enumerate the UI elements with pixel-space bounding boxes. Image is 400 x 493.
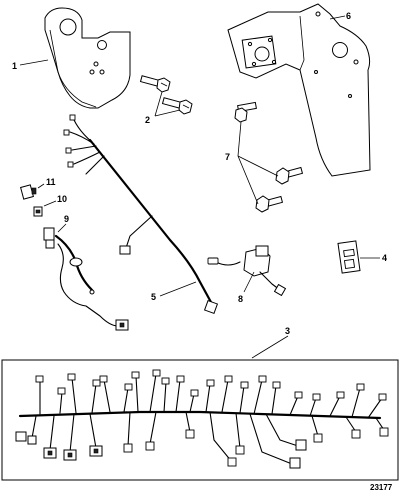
connector-part-10 [33, 206, 43, 217]
figure-number: 23177 [370, 483, 393, 492]
callout-6: 6 [346, 11, 351, 21]
callout-leader-9 [57, 223, 67, 233]
main-harness-box-part-3 [1, 359, 399, 481]
callout-1: 1 [12, 61, 17, 71]
callout-2: 2 [145, 115, 150, 125]
callout-10: 10 [57, 194, 67, 204]
harness-part-5 [63, 114, 219, 315]
callout-8: 8 [238, 294, 243, 304]
callout-5: 5 [151, 292, 156, 302]
callout-9: 9 [64, 214, 69, 224]
callout-leader-11 [37, 183, 45, 189]
harness-part-9 [43, 227, 129, 331]
connector-part-4 [337, 240, 361, 274]
callout-4: 4 [382, 253, 387, 263]
callout-leader-7c [237, 155, 259, 205]
bolt-part-7a [234, 101, 257, 123]
sensor-part-8 [207, 245, 287, 297]
callout-leader-6 [329, 15, 346, 20]
callout-leader-7b [237, 155, 279, 177]
bolt-part-7b [275, 166, 304, 185]
bolt-part-2a [139, 75, 171, 93]
bolt-part-7c [255, 195, 284, 213]
bolt-part-2b [161, 97, 193, 115]
bracket-part-1 [44, 7, 131, 109]
bracket-part-6 [227, 3, 371, 177]
callout-leader-5 [159, 281, 197, 297]
callout-leader-10 [43, 200, 57, 207]
callout-leader-2b [154, 109, 181, 117]
callout-leader-1 [19, 59, 49, 66]
callout-leader-3 [251, 335, 289, 359]
connector-part-11 [20, 184, 37, 200]
callout-leader-8 [243, 271, 255, 293]
callout-3: 3 [285, 326, 290, 336]
callout-11: 11 [46, 177, 56, 187]
callout-7: 7 [225, 152, 230, 162]
callout-leader-2a [154, 91, 163, 117]
callout-leader-7a [237, 121, 242, 157]
